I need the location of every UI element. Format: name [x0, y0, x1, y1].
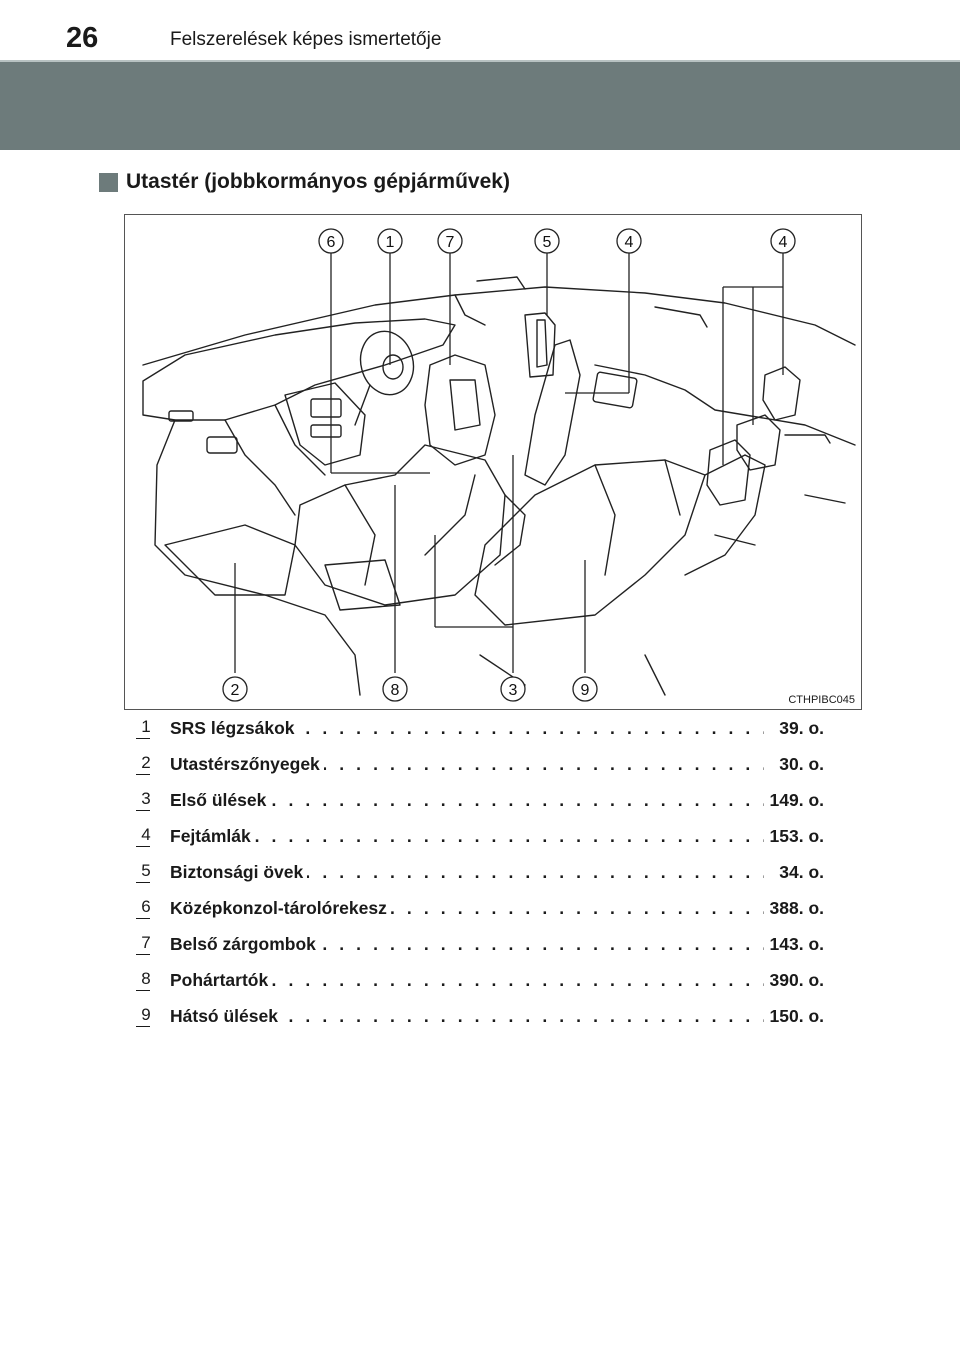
callout-label: 3 [509, 682, 518, 699]
item-number: 7 [136, 932, 156, 955]
item-page-ref: 388. o. [765, 898, 824, 919]
callout-label: 1 [386, 234, 395, 251]
list-item: 4 Fejtámlák . . . . . . . . . . . . . . … [134, 822, 834, 850]
item-number: 9 [136, 1004, 156, 1027]
item-label: Pohártartók [170, 970, 273, 991]
item-number: 8 [136, 968, 156, 991]
callout-label: 4 [625, 234, 634, 251]
list-item: 9 Hátsó ülések . . . . . . . . . . . . .… [134, 1002, 834, 1030]
chapter-title: Felszerelések képes ismertetője [170, 29, 442, 50]
item-label: Középkonzol-tárolórekesz [170, 898, 391, 919]
item-page-ref: 390. o. [765, 970, 824, 991]
section-title: Utastér (jobbkormányos gépjárművek) [126, 170, 510, 193]
callout-label: 2 [231, 682, 240, 699]
callout-label: 7 [446, 234, 455, 251]
list-item: 8 Pohártartók . . . . . . . . . . . . . … [134, 966, 834, 994]
page-header: 26 Felszerelések képes ismertetője [0, 0, 960, 62]
item-label: Belső zárgombok [170, 934, 320, 955]
figure-code: CTHPIBC045 [788, 694, 855, 706]
list-item: 2 Utastérszőnyegek . . . . . . . . . . .… [134, 750, 834, 778]
item-page-ref: 34. o. [775, 862, 824, 883]
interior-illustration: 6 1 7 5 4 4 2 8 3 9 CTHPIBC045 [124, 214, 862, 710]
header-band [0, 62, 960, 150]
list-item: 1 SRS légzsákok . . . . . . . . . . . . … [134, 714, 834, 742]
callout-label: 9 [581, 682, 590, 699]
item-label: Első ülések [170, 790, 271, 811]
item-page-ref: 150. o. [765, 1006, 824, 1027]
item-number: 3 [136, 788, 156, 811]
callout-label: 8 [391, 682, 400, 699]
section-square-icon [99, 173, 118, 192]
item-number: 1 [136, 716, 156, 739]
callout-label: 6 [327, 234, 336, 251]
list-item: 7 Belső zárgombok . . . . . . . . . . . … [134, 930, 834, 958]
list-item: 3 Első ülések . . . . . . . . . . . . . … [134, 786, 834, 814]
item-number: 2 [136, 752, 156, 775]
item-page-ref: 39. o. [775, 718, 824, 739]
leader-dots: . . . . . . . . . . . . . . . . . . . . … [170, 826, 764, 846]
item-page-ref: 153. o. [765, 826, 824, 847]
callout-label: 4 [779, 234, 788, 251]
leader-dots: . . . . . . . . . . . . . . . . . . . . … [170, 790, 764, 810]
leader-dots: . . . . . . . . . . . . . . . . . . . . … [170, 862, 764, 882]
item-label: Biztonsági övek [170, 862, 308, 883]
item-label: Fejtámlák [170, 826, 255, 847]
page-number: 26 [66, 22, 99, 54]
leader-dots: . . . . . . . . . . . . . . . . . . . . … [170, 718, 764, 738]
callout-label: 5 [543, 234, 552, 251]
item-number: 6 [136, 896, 156, 919]
item-page-ref: 30. o. [775, 754, 824, 775]
item-page-ref: 149. o. [765, 790, 824, 811]
list-item: 6 Középkonzol-tárolórekesz . . . . . . .… [134, 894, 834, 922]
leader-dots: . . . . . . . . . . . . . . . . . . . . … [170, 1006, 764, 1026]
item-page-ref: 143. o. [765, 934, 824, 955]
item-label: SRS légzsákok [170, 718, 299, 739]
header-divider [0, 60, 960, 62]
list-item: 5 Biztonsági övek . . . . . . . . . . . … [134, 858, 834, 886]
car-interior-drawing: 6 1 7 5 4 4 2 8 3 9 [142, 228, 856, 702]
item-number: 5 [136, 860, 156, 883]
item-number: 4 [136, 824, 156, 847]
item-label: Hátsó ülések [170, 1006, 282, 1027]
leader-dots: . . . . . . . . . . . . . . . . . . . . … [170, 970, 764, 990]
item-label: Utastérszőnyegek [170, 754, 324, 775]
